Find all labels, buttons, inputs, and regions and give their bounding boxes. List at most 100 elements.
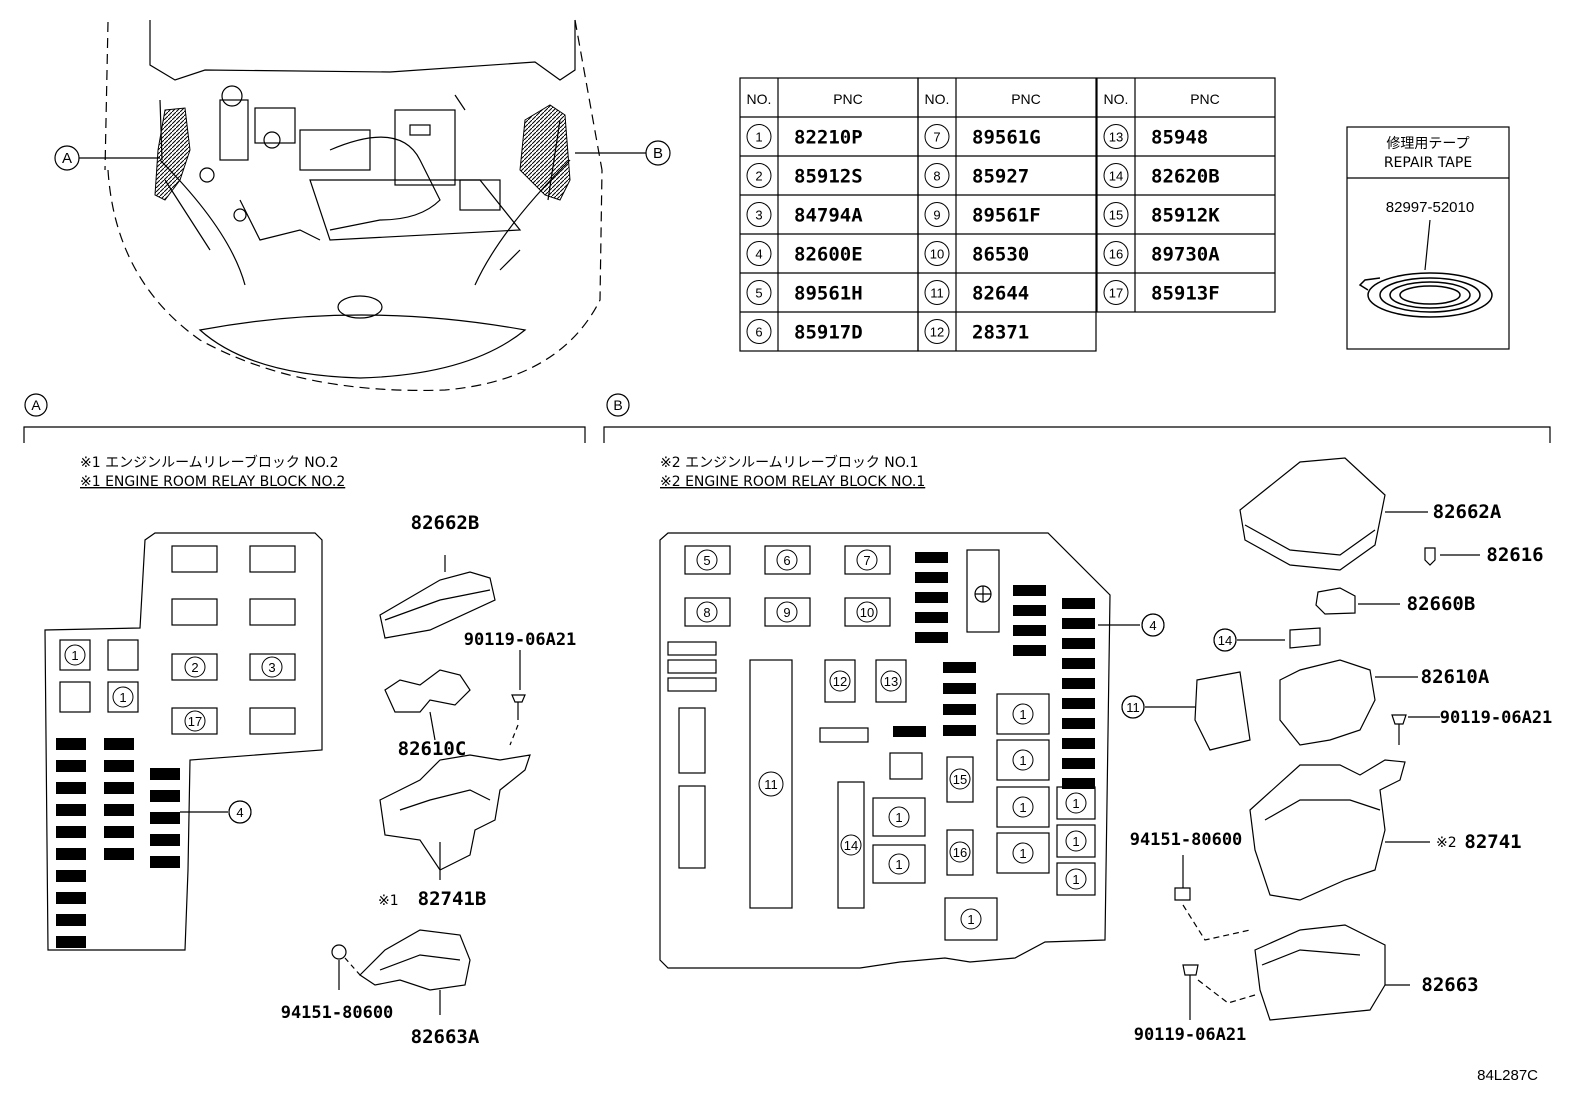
part-82610C[interactable]: 82610C: [398, 738, 467, 760]
part-82662A[interactable]: 82662A: [1433, 501, 1502, 523]
repair-tape-part-number[interactable]: 82997-52010: [1386, 199, 1474, 216]
table-row-number-circle: [924, 124, 950, 149]
mini-fuse: [56, 782, 86, 794]
section-a-parts: [331, 555, 531, 1015]
table-row-number-circle: [746, 124, 772, 149]
mini-fuse: [56, 936, 86, 948]
repair-tape-box: [1346, 126, 1510, 350]
fuse-position-number: 1: [1019, 753, 1026, 768]
table-row-number-circle: [746, 163, 772, 188]
callout-b[interactable]: [575, 140, 671, 166]
part-82660B[interactable]: 82660B: [1407, 593, 1476, 615]
part-82663A[interactable]: 82663A: [411, 1026, 480, 1048]
fuse-position-circle: [1065, 792, 1087, 814]
table-row-pnc[interactable]: 85917D: [794, 322, 863, 344]
fuse-position-circle: [1012, 749, 1034, 771]
part-94151-80600-b[interactable]: 94151-80600: [1130, 830, 1243, 850]
fuse-position-circle: [888, 806, 910, 828]
table-row-pnc[interactable]: 86530: [972, 244, 1029, 266]
table-row-number-circle: [924, 202, 950, 227]
fuse-position-circle: [856, 549, 878, 571]
table-row-pnc[interactable]: 89561G: [972, 127, 1041, 149]
table-row-pnc[interactable]: 89730A: [1151, 244, 1220, 266]
table-row-pnc[interactable]: 85913F: [1151, 283, 1220, 305]
fuse-position-number: 8: [703, 605, 710, 620]
table-row-pnc[interactable]: 85912K: [1151, 205, 1220, 227]
part-90119-06A21-b2[interactable]: 90119-06A21: [1134, 1025, 1247, 1045]
table-row-number: 4: [755, 247, 762, 262]
fuse-position-number: 11: [1126, 700, 1140, 715]
fuse-position-circle: [696, 601, 718, 623]
mini-fuse-group-b: [893, 552, 1095, 789]
part-82610A[interactable]: 82610A: [1421, 666, 1490, 688]
table-row-pnc[interactable]: 84794A: [794, 205, 863, 227]
fuse-position-number: 1: [1072, 796, 1079, 811]
part-82741B[interactable]: 82741B: [418, 888, 487, 910]
section-b-bracket: [603, 393, 1551, 443]
table-row-pnc[interactable]: 85948: [1151, 127, 1208, 149]
mini-fuse: [104, 782, 134, 794]
part-82616[interactable]: 82616: [1486, 544, 1543, 566]
mini-fuse: [104, 760, 134, 772]
fuse-position-circle: [829, 670, 851, 692]
part-90119-06A21-a[interactable]: 90119-06A21: [464, 630, 577, 650]
table-row-number: 17: [1109, 286, 1123, 301]
mini-fuse: [56, 760, 86, 772]
table-row-number-circle: [746, 319, 772, 344]
table-row-number: 6: [755, 325, 762, 340]
mini-fuse: [1062, 638, 1095, 649]
fuse-position-number: 1: [1019, 707, 1026, 722]
fuse-position-circle: [1012, 703, 1034, 725]
part-82741[interactable]: 82741: [1464, 831, 1521, 853]
part-90119-06A21-b1[interactable]: 90119-06A21: [1440, 708, 1553, 728]
callout-b-label: B: [653, 145, 663, 162]
fuse-position-number: 9: [783, 605, 790, 620]
mini-fuse: [1062, 778, 1095, 789]
part-82663[interactable]: 82663: [1421, 974, 1478, 996]
fuse-position-number: 6: [783, 553, 790, 568]
table-row-pnc[interactable]: 89561H: [794, 283, 863, 305]
table-row-pnc[interactable]: 85927: [972, 166, 1029, 188]
part-82662B[interactable]: 82662B: [411, 512, 480, 534]
diagram-code: 84L287C: [1477, 1067, 1538, 1084]
fuse-position-circle: [840, 834, 862, 856]
callout-a[interactable]: [54, 145, 160, 171]
table-row-number-circle: [1103, 280, 1129, 305]
mini-fuse: [150, 856, 180, 868]
fuse-position-number: 3: [268, 660, 275, 675]
fuse-position-circle: [758, 771, 784, 797]
fuse-position-number: 1: [71, 648, 78, 663]
table-row-pnc[interactable]: 82620B: [1151, 166, 1220, 188]
fuse-position-circle: [184, 656, 206, 678]
section-b-title-en: ※2 ENGINE ROOM RELAY BLOCK NO.1: [660, 474, 925, 490]
fuse-position-number: 14: [844, 838, 858, 853]
mini-fuse: [1062, 678, 1095, 689]
fuse-position-number: 1: [1019, 846, 1026, 861]
table-row-number-circle: [924, 280, 950, 305]
table-row-pnc[interactable]: 89561F: [972, 205, 1041, 227]
table-row-number-circle: [1103, 163, 1129, 188]
mini-fuse: [104, 738, 134, 750]
fuse-position-circle: [1141, 613, 1165, 637]
fuse-position-circle: [696, 549, 718, 571]
mini-fuse: [150, 768, 180, 780]
table-row-pnc[interactable]: 85912S: [794, 166, 863, 188]
relay-block-no1-layout: [659, 532, 1165, 969]
fuse-position-circle: [1012, 842, 1034, 864]
table-row-pnc[interactable]: 82600E: [794, 244, 863, 266]
mini-fuse: [943, 704, 976, 715]
part-94151-80600-a[interactable]: 94151-80600: [281, 1003, 394, 1023]
fuse-position-circle: [1065, 830, 1087, 852]
table-row-pnc[interactable]: 82644: [972, 283, 1029, 305]
mini-fuse: [943, 662, 976, 673]
section-b-title-jp: ※2 エンジンルームリレーブロック NO.1: [660, 454, 919, 471]
fuse-position-number: 16: [953, 845, 967, 860]
fuse-position-number: 15: [953, 772, 967, 787]
table-row-pnc[interactable]: 28371: [972, 322, 1029, 344]
mini-fuse: [104, 826, 134, 838]
mini-fuse: [150, 812, 180, 824]
table-row-pnc[interactable]: 82210P: [794, 127, 863, 149]
fuse-position-number: 14: [1218, 633, 1232, 648]
